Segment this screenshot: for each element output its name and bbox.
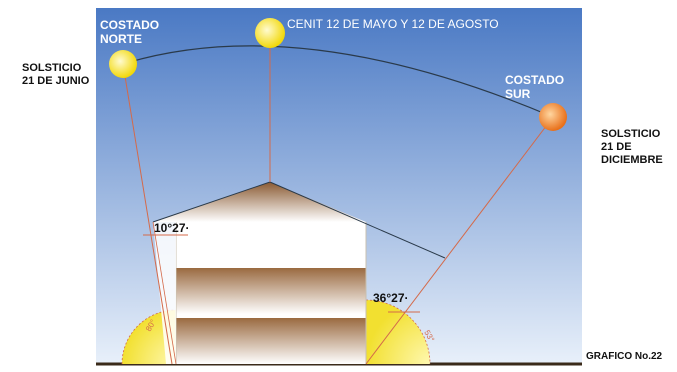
caption: GRAFICO No.22 xyxy=(586,351,663,362)
ground-glow-right xyxy=(366,300,430,364)
ray-norte xyxy=(122,63,173,365)
ray-overhang xyxy=(152,221,177,365)
sun-path-arc xyxy=(122,45,554,118)
eave-line-left xyxy=(152,181,271,223)
sun-norte-icon xyxy=(109,50,137,78)
roof xyxy=(153,182,366,222)
eave-line-right xyxy=(269,181,446,259)
arc-mark-right xyxy=(365,299,431,365)
label-costado-sur: COSTADO SUR xyxy=(505,73,565,101)
label-cenit: CENIT 12 DE MAYO Y 12 DE AGOSTO xyxy=(287,17,499,31)
angle-label-right: 36°27· xyxy=(373,291,409,305)
sun-cenit-icon xyxy=(255,18,285,48)
sun-sur-icon xyxy=(539,103,567,131)
ray-sur xyxy=(365,116,554,365)
label-solsticio-diciembre: SOLSTICIO 21 DE DICIEMBRE xyxy=(601,128,663,166)
wall-band-lower xyxy=(176,318,366,364)
angle-label-left: 10°27· xyxy=(154,221,190,235)
wall-band-upper xyxy=(176,268,366,314)
label-solsticio-junio: SOLSTICIO 21 DE JUNIO xyxy=(22,62,90,87)
label-costado-norte: COSTADO NORTE xyxy=(100,18,160,46)
